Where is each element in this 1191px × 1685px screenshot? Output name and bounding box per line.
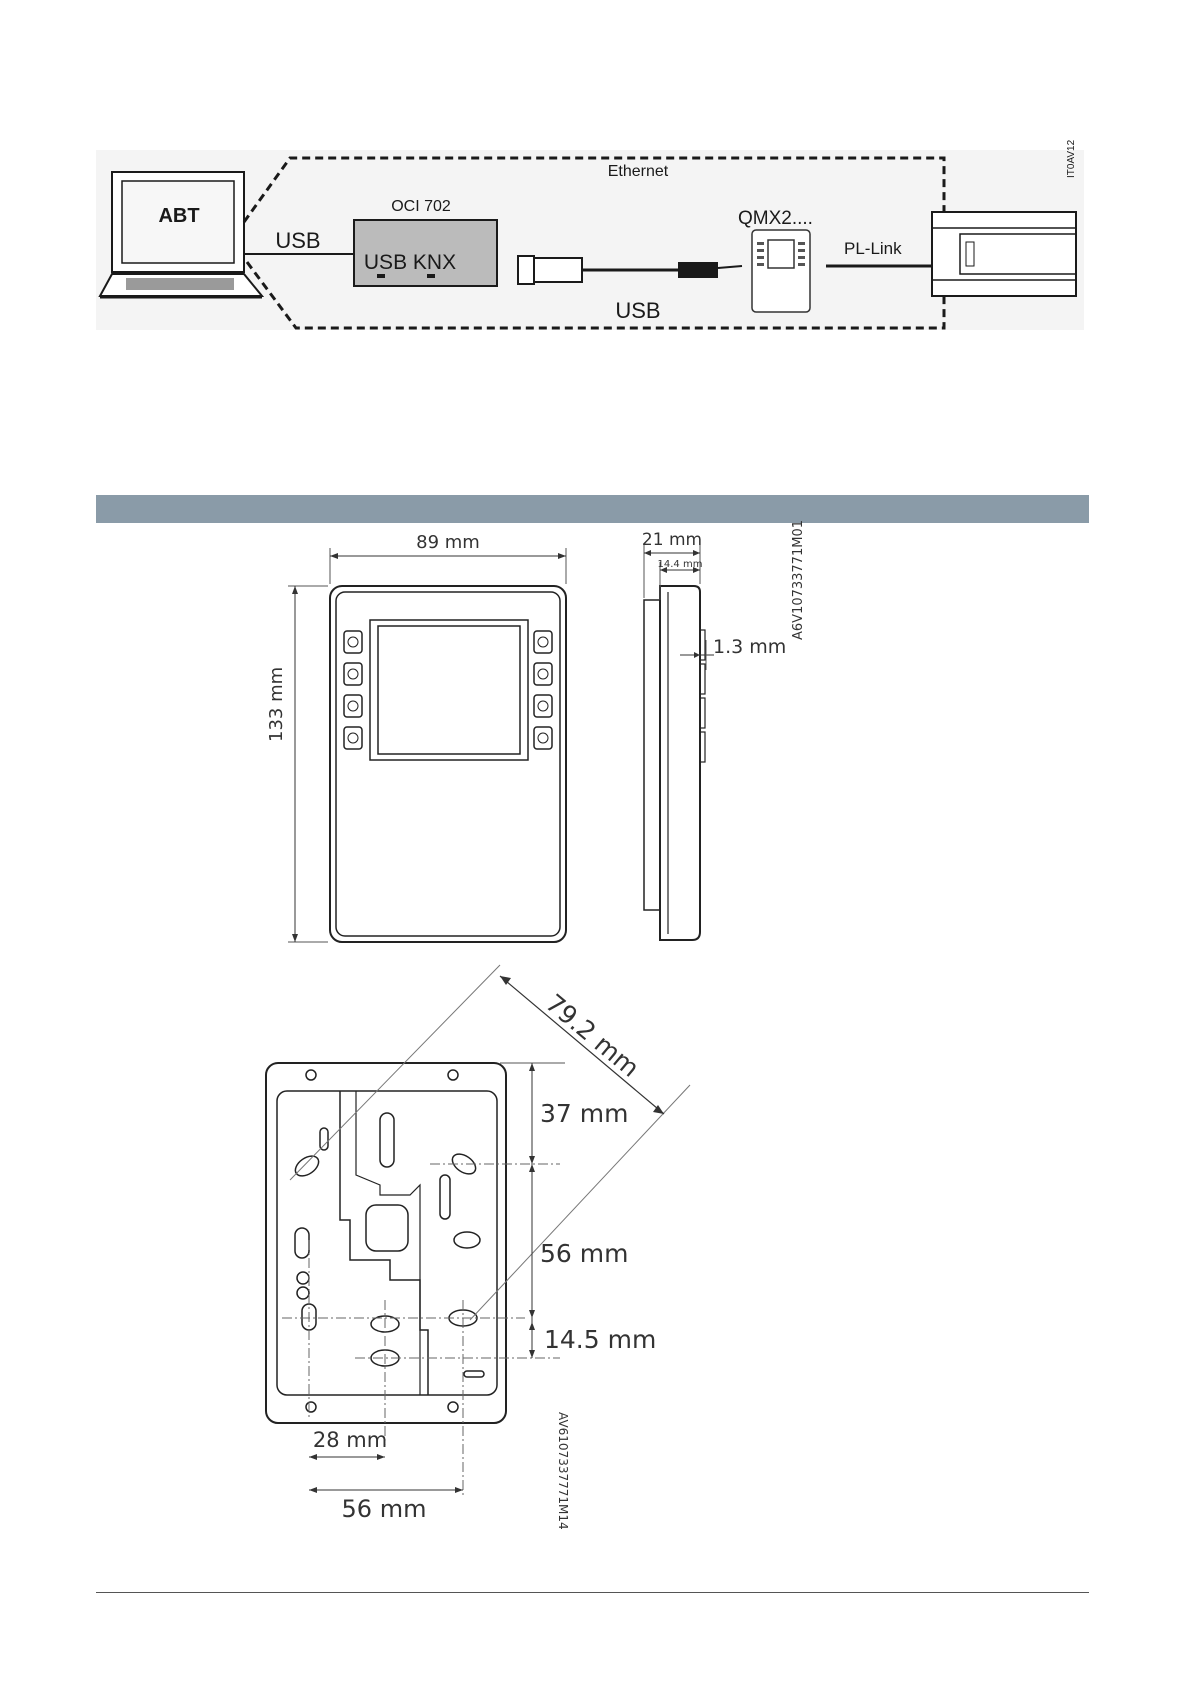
front-width-label: 89 mm: [416, 532, 480, 553]
front-height-label: 133 mm: [266, 667, 287, 742]
h-small-label: 28 mm: [313, 1428, 387, 1452]
front-buttons: [344, 631, 552, 749]
back-drawing-code: AV6107337771M14: [556, 1412, 570, 1530]
side-drawing-code: A6V10733771M01: [791, 520, 806, 640]
v-bottom-label: 14.5 mm: [544, 1325, 656, 1354]
side-view: [644, 545, 714, 940]
v-mid-label: 56 mm: [540, 1239, 628, 1268]
side-inner-depth-label: 14.4 mm: [658, 559, 703, 570]
side-depth-label: 21 mm: [642, 530, 702, 550]
horizontal-dimensions: [309, 1454, 463, 1493]
side-step-label: 1.3 mm: [713, 636, 786, 658]
h-large-label: 56 mm: [342, 1495, 427, 1523]
v-top-label: 37 mm: [540, 1099, 628, 1128]
front-view: [288, 548, 566, 942]
footer-rule: [96, 1592, 1089, 1593]
diagonal-label: 79.2 mm: [540, 988, 645, 1082]
